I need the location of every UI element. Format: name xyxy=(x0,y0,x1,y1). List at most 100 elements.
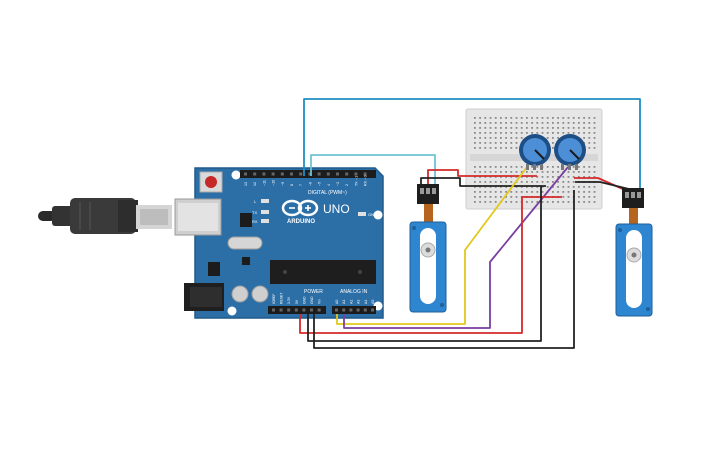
breadboard-hole[interactable] xyxy=(588,142,591,144)
breadboard-hole[interactable] xyxy=(479,117,481,119)
digital-header[interactable] xyxy=(240,170,376,178)
breadboard-hole[interactable] xyxy=(557,122,559,124)
breadboard-hole[interactable] xyxy=(552,122,554,124)
breadboard-hole[interactable] xyxy=(536,117,539,119)
breadboard-hole[interactable] xyxy=(515,122,518,124)
breadboard-hole[interactable] xyxy=(505,117,507,119)
breadboard-hole[interactable] xyxy=(505,147,507,149)
breadboard-hole[interactable] xyxy=(583,186,585,188)
wire-blue[interactable] xyxy=(303,98,641,190)
breadboard-hole[interactable] xyxy=(505,171,507,173)
breadboard-hole[interactable] xyxy=(479,166,481,168)
breadboard-hole[interactable] xyxy=(500,171,502,173)
breadboard-hole[interactable] xyxy=(583,127,585,129)
breadboard-hole[interactable] xyxy=(552,132,554,134)
breadboard-hole[interactable] xyxy=(572,132,575,134)
breadboard-hole[interactable] xyxy=(520,137,523,139)
breadboard-hole[interactable] xyxy=(500,142,502,144)
digital-pin[interactable] xyxy=(317,172,321,176)
breadboard-hole[interactable] xyxy=(578,186,580,188)
breadboard-hole[interactable] xyxy=(484,191,487,193)
breadboard-hole[interactable] xyxy=(583,117,585,119)
digital-pin[interactable] xyxy=(244,172,247,176)
breadboard-hole[interactable] xyxy=(500,191,502,193)
wire-black-servo-right[interactable] xyxy=(575,181,634,191)
breadboard-hole[interactable] xyxy=(479,181,481,183)
breadboard-hole[interactable] xyxy=(510,191,513,193)
breadboard-hole[interactable] xyxy=(526,171,528,173)
breadboard-hole[interactable] xyxy=(515,201,518,203)
breadboard-hole[interactable] xyxy=(479,196,481,198)
breadboard-hole[interactable] xyxy=(583,196,585,198)
breadboard-hole[interactable] xyxy=(526,201,528,203)
breadboard-hole[interactable] xyxy=(572,181,575,183)
breadboard-hole[interactable] xyxy=(515,171,518,173)
arduino-uno-board[interactable]: L TX RX ON ARDUINO UNO DIGITAL (PWM~) PO… xyxy=(174,167,384,319)
breadboard-hole[interactable] xyxy=(541,132,544,134)
breadboard-hole[interactable] xyxy=(546,186,549,188)
breadboard-hole[interactable] xyxy=(562,191,565,193)
breadboard-hole[interactable] xyxy=(489,196,492,198)
breadboard-hole[interactable] xyxy=(593,142,596,144)
breadboard-hole[interactable] xyxy=(541,191,544,193)
breadboard-hole[interactable] xyxy=(562,117,565,119)
breadboard-hole[interactable] xyxy=(526,181,528,183)
usb-cable[interactable] xyxy=(38,198,172,234)
analog-pin[interactable] xyxy=(363,308,367,312)
breadboard-hole[interactable] xyxy=(494,171,497,173)
breadboard-hole[interactable] xyxy=(593,137,596,139)
breadboard-hole[interactable] xyxy=(567,117,570,119)
wires[interactable] xyxy=(299,98,641,349)
breadboard-hole[interactable] xyxy=(520,171,523,173)
breadboard-hole[interactable] xyxy=(567,201,570,203)
breadboard-hole[interactable] xyxy=(583,171,585,173)
breadboard-hole[interactable] xyxy=(505,127,507,129)
breadboard-hole[interactable] xyxy=(578,176,580,178)
digital-pin[interactable] xyxy=(326,172,330,176)
breadboard-hole[interactable] xyxy=(479,132,481,134)
breadboard-hole[interactable] xyxy=(474,196,476,198)
breadboard-hole[interactable] xyxy=(520,117,523,119)
breadboard-hole[interactable] xyxy=(557,132,559,134)
breadboard-hole[interactable] xyxy=(567,186,570,188)
breadboard-hole[interactable] xyxy=(593,132,596,134)
breadboard-hole[interactable] xyxy=(531,117,533,119)
breadboard-hole[interactable] xyxy=(572,127,575,129)
breadboard-hole[interactable] xyxy=(557,127,559,129)
breadboard-hole[interactable] xyxy=(578,191,580,193)
breadboard-hole[interactable] xyxy=(562,186,565,188)
breadboard-hole[interactable] xyxy=(593,186,596,188)
breadboard-hole[interactable] xyxy=(489,137,492,139)
breadboard-hole[interactable] xyxy=(500,122,502,124)
breadboard-hole[interactable] xyxy=(541,176,544,178)
breadboard-hole[interactable] xyxy=(494,181,497,183)
breadboard-hole[interactable] xyxy=(526,132,528,134)
digital-pin[interactable] xyxy=(363,172,367,176)
breadboard-hole[interactable] xyxy=(474,127,476,129)
breadboard-hole[interactable] xyxy=(515,117,518,119)
breadboard-hole[interactable] xyxy=(474,171,476,173)
digital-pin[interactable] xyxy=(290,172,293,176)
breadboard-hole[interactable] xyxy=(546,137,549,139)
breadboard-hole[interactable] xyxy=(500,137,502,139)
breadboard-hole[interactable] xyxy=(510,201,513,203)
breadboard-hole[interactable] xyxy=(552,166,554,168)
breadboard-hole[interactable] xyxy=(510,122,513,124)
breadboard-hole[interactable] xyxy=(510,137,513,139)
breadboard-hole[interactable] xyxy=(562,122,565,124)
digital-pin[interactable] xyxy=(299,172,303,176)
breadboard-hole[interactable] xyxy=(567,181,570,183)
breadboard-hole[interactable] xyxy=(583,137,585,139)
breadboard-hole[interactable] xyxy=(536,132,539,134)
breadboard-hole[interactable] xyxy=(474,191,476,193)
breadboard-hole[interactable] xyxy=(526,117,528,119)
breadboard-hole[interactable] xyxy=(588,132,591,134)
breadboard-hole[interactable] xyxy=(541,122,544,124)
breadboard-hole[interactable] xyxy=(474,166,476,168)
breadboard-hole[interactable] xyxy=(578,196,580,198)
breadboard-hole[interactable] xyxy=(479,171,481,173)
breadboard-hole[interactable] xyxy=(494,191,497,193)
power-pin[interactable] xyxy=(294,308,298,312)
breadboard-hole[interactable] xyxy=(484,142,487,144)
